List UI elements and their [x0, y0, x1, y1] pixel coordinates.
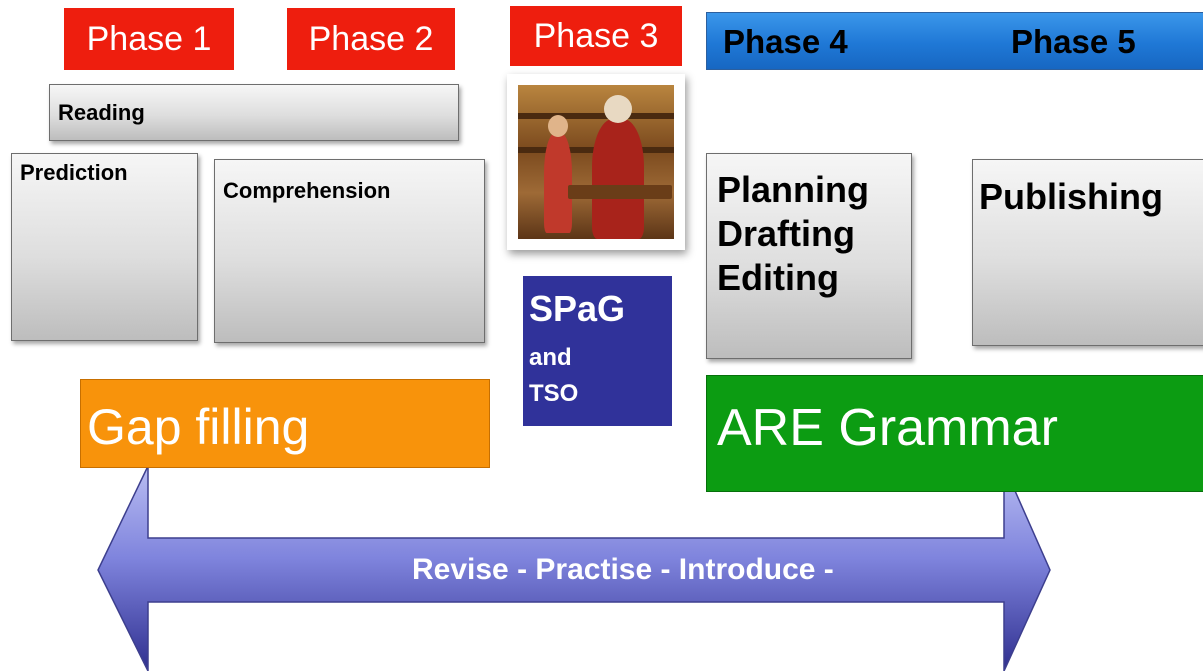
shelf	[518, 113, 674, 119]
publishing-box: Publishing	[972, 159, 1203, 346]
spag-line-1: SPaG	[529, 288, 626, 329]
phase-3-label: Phase 3	[510, 6, 682, 66]
spag-line-3: TSO	[529, 380, 579, 407]
library-image	[518, 85, 674, 239]
reading-box: Reading	[49, 84, 459, 141]
figure-child-head	[548, 115, 568, 137]
phase-5-label: Phase 5	[1011, 23, 1136, 60]
comprehension-box: Comprehension	[214, 159, 485, 343]
table	[568, 185, 672, 199]
phase-4-label: Phase 4	[723, 23, 848, 60]
are-grammar-label: ARE Grammar	[717, 399, 1058, 457]
arrow-label: Revise - Practise - Introduce -	[412, 553, 834, 586]
figure-elder	[592, 119, 644, 239]
phase-4-5-bar: Phase 4 Phase 5	[706, 12, 1203, 70]
phase-1-label: Phase 1	[64, 8, 234, 70]
double-arrow-shape	[97, 465, 1051, 671]
library-illustration	[507, 74, 685, 250]
spag-line-2: and	[529, 344, 572, 371]
editing-label: Editing	[717, 257, 839, 298]
spag-tso-box: SPaG and TSO	[523, 276, 672, 426]
figure-elder-head	[604, 95, 632, 123]
planning-label: Planning	[717, 169, 869, 210]
are-grammar-box: ARE Grammar	[706, 375, 1203, 492]
gap-filling-box: Gap filling	[80, 379, 490, 468]
prediction-box: Prediction	[11, 153, 198, 341]
figure-child	[544, 133, 572, 233]
drafting-label: Drafting	[717, 213, 855, 254]
publishing-label: Publishing	[979, 176, 1163, 217]
gap-filling-label: Gap filling	[87, 399, 310, 455]
phase-2-label: Phase 2	[287, 8, 455, 70]
planning-drafting-editing-box: Planning Drafting Editing	[706, 153, 912, 359]
reading-label: Reading	[58, 100, 145, 125]
comprehension-label: Comprehension	[223, 178, 391, 203]
prediction-label: Prediction	[20, 160, 128, 185]
